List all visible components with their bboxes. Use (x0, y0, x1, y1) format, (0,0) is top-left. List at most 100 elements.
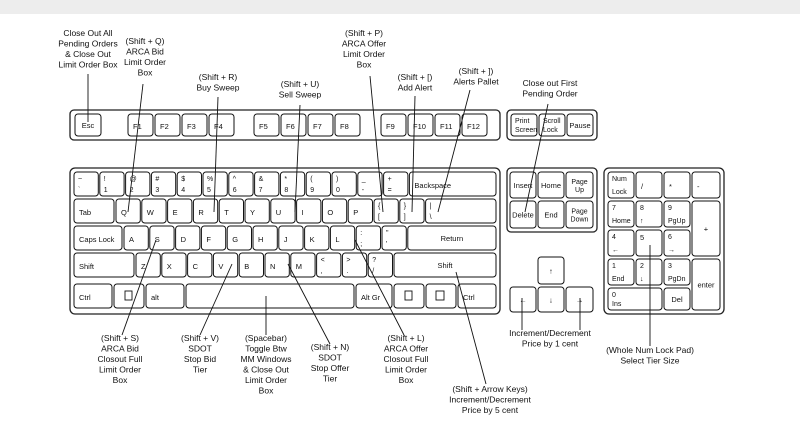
key-number-3[interactable]: #3 (150, 171, 177, 197)
key-o[interactable]: O (321, 198, 348, 224)
key-number-10[interactable]: )0 (331, 171, 357, 197)
key-z[interactable]: Z (135, 252, 161, 278)
key-bracket-0[interactable]: {[ (373, 198, 399, 224)
key-r[interactable]: R (192, 198, 219, 224)
key-f9[interactable]: F9 (380, 113, 407, 137)
key-arrow-left[interactable]: ← (509, 286, 537, 313)
key-s[interactable]: S (149, 225, 175, 251)
key-f2[interactable]: F2 (154, 113, 181, 137)
key-colon-quote-0[interactable]: :; (355, 225, 382, 251)
key-f[interactable]: F (200, 225, 227, 251)
key-arrow-up[interactable]: ↑ (537, 256, 565, 285)
key-x[interactable]: X (161, 252, 187, 278)
key-alt[interactable]: alt (145, 283, 185, 309)
key-k[interactable]: K (304, 225, 330, 251)
key-left-windows[interactable] (113, 283, 145, 309)
key-np-plus[interactable]: + (691, 200, 721, 257)
key-right-windows[interactable] (393, 283, 425, 309)
key-np-8[interactable]: 8↑ (635, 200, 663, 228)
key-alt-gr[interactable]: Alt Gr (355, 283, 393, 309)
key-number-8[interactable]: *8 (279, 171, 306, 197)
key-caps-lock[interactable]: Caps Lock (73, 225, 123, 251)
key-np-5[interactable]: 5 (635, 229, 663, 257)
key-j[interactable]: J (278, 225, 304, 251)
key-y[interactable]: Y (244, 198, 270, 224)
key-f4[interactable]: F4 (208, 113, 235, 137)
key-i[interactable]: I (296, 198, 322, 224)
key-u[interactable]: U (270, 198, 296, 224)
key-e[interactable]: E (167, 198, 193, 224)
key-w[interactable]: W (141, 198, 167, 224)
key-m[interactable]: M (290, 252, 316, 278)
key-b[interactable]: B (238, 252, 264, 278)
key-f6[interactable]: F6 (280, 113, 307, 137)
key-np-multiply[interactable]: * (663, 171, 691, 199)
key-colon-quote-1[interactable]: "' (381, 225, 407, 251)
key-number-9[interactable]: (9 (305, 171, 332, 197)
key-n[interactable]: N (264, 252, 290, 278)
key-tab[interactable]: Tab (73, 198, 115, 224)
key-menu[interactable] (425, 283, 457, 309)
key-number-4[interactable]: $4 (176, 171, 202, 197)
key-np-6[interactable]: 6→ (663, 229, 691, 257)
key-arrow-down[interactable]: ↓ (537, 286, 565, 313)
key-backspace[interactable]: Backspace (408, 171, 497, 197)
key-end[interactable]: End (537, 200, 565, 229)
key-number-6[interactable]: ^6 (228, 171, 254, 197)
key-g[interactable]: G (226, 225, 252, 251)
key-f11[interactable]: F11 (434, 113, 461, 137)
key-np-minus[interactable]: - (691, 171, 721, 199)
key-f5[interactable]: F5 (253, 113, 280, 137)
key-f12[interactable]: F12 (461, 113, 488, 137)
key-np-2[interactable]: 2↓ (635, 258, 663, 286)
key-delete[interactable]: Delete (509, 200, 537, 229)
key-number-0[interactable]: ~` (73, 171, 99, 197)
key-f8[interactable]: F8 (334, 113, 361, 137)
key-c[interactable]: C (187, 252, 213, 278)
key-pause[interactable]: Pause (566, 113, 594, 137)
key-number-2[interactable]: @2 (125, 171, 151, 197)
key-insert[interactable]: Insert (509, 171, 537, 199)
key-f10[interactable]: F10 (407, 113, 434, 137)
key-return[interactable]: Return (407, 225, 497, 251)
key-right-ctrl[interactable]: Ctrl (457, 283, 497, 309)
key-f7[interactable]: F7 (307, 113, 334, 137)
key-t[interactable]: T (218, 198, 244, 224)
key-spacebar[interactable] (185, 283, 355, 309)
key-v[interactable]: V (212, 252, 239, 278)
key-arrow-right[interactable]: → (565, 286, 594, 313)
key-home[interactable]: Home (537, 171, 565, 199)
key-punct-0[interactable]: <, (316, 252, 342, 278)
key-number-1[interactable]: !1 (99, 171, 125, 197)
key-esc[interactable]: Esc (74, 113, 102, 137)
key-d[interactable]: D (175, 225, 201, 251)
key-left-ctrl[interactable]: Ctrl (73, 283, 113, 309)
key-f1[interactable]: F1 (127, 113, 154, 137)
key-right-shift[interactable]: Shift (393, 252, 497, 278)
key-np-4[interactable]: 4← (607, 229, 635, 257)
key-np-divide[interactable]: / (635, 171, 663, 199)
key-left-shift[interactable]: Shift (73, 252, 135, 278)
key-number-11[interactable]: _- (357, 171, 383, 197)
key-p[interactable]: P (347, 198, 374, 224)
key-a[interactable]: A (123, 225, 149, 251)
key-number-12[interactable]: += (383, 171, 409, 197)
key-f3[interactable]: F3 (181, 113, 208, 137)
key-bracket-2[interactable]: |\ (425, 198, 497, 224)
key-np-enter[interactable]: enter (691, 258, 721, 311)
key-np-del[interactable]: Del (663, 287, 691, 311)
key-l[interactable]: L (329, 225, 356, 251)
key-h[interactable]: H (252, 225, 278, 251)
key-punct-1[interactable]: >. (341, 252, 368, 278)
key-number-7[interactable]: &7 (254, 171, 280, 197)
